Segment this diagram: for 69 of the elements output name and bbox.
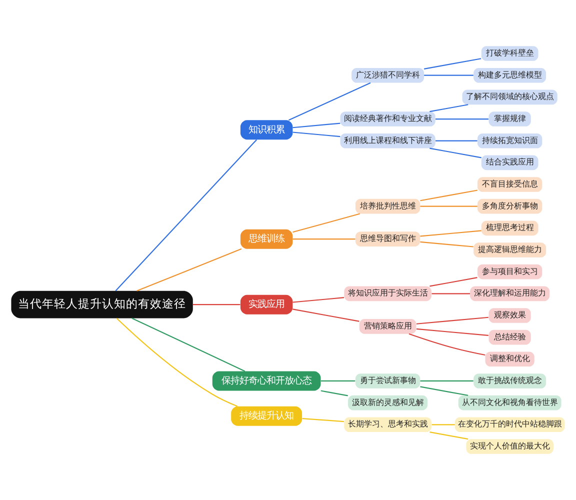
connector (292, 132, 340, 138)
node-box: 营销策略应用 (359, 319, 416, 334)
connector (430, 104, 468, 112)
connector (424, 58, 482, 70)
connector (430, 277, 478, 287)
node-box: 实现个人价值的最大化 (466, 439, 554, 454)
connector (432, 424, 455, 426)
connector (292, 122, 340, 128)
node-box: 结合实践应用 (481, 155, 538, 170)
connector (420, 386, 468, 396)
node-box: 调整和优化 (485, 352, 534, 367)
connector (320, 390, 348, 396)
node-box: 观察效果 (488, 308, 531, 323)
node-box: 阅读经典著作和专业文献 (340, 112, 436, 126)
connector (424, 74, 474, 76)
node-box: 将知识应用于实际生活 (344, 286, 432, 302)
node-box: 知识积累 (240, 120, 293, 140)
connector (292, 308, 360, 322)
connector (115, 139, 258, 292)
connector (292, 238, 356, 240)
connector (288, 82, 371, 121)
connector (320, 380, 356, 382)
connector (302, 418, 344, 422)
connector (116, 318, 238, 407)
connector (420, 230, 482, 237)
node-box: 构建多元思维模型 (474, 68, 546, 83)
connector (292, 297, 344, 303)
connector (416, 316, 488, 324)
connector (432, 293, 470, 294)
node-box: 总结经验 (488, 330, 531, 345)
node-box: 广泛涉猎不同学科 (352, 68, 424, 83)
connector (430, 432, 468, 440)
node-box: 保持好奇心和开放心态 (212, 371, 321, 391)
connector (420, 380, 474, 382)
node-box: 了解不同领域的核心观点 (462, 90, 558, 105)
node-box: 汲取新的灵感和见解 (348, 395, 428, 410)
node-box: 多角度分析事物 (477, 198, 542, 214)
node-box: 勇于尝试新事物 (355, 374, 420, 388)
node-box: 深化理解和运用能力 (470, 286, 550, 302)
node-box: 提高逻辑思维能力 (474, 242, 546, 258)
node-box: 持续提升认知 (231, 406, 302, 426)
connector (416, 328, 488, 336)
connector (192, 304, 240, 306)
node-box: 打破学科壁垒 (481, 46, 538, 61)
connector (420, 206, 478, 207)
node-box: 在变化万千的时代中站稳脚跟 (454, 417, 565, 432)
node-box: 不盲目接受信息 (477, 177, 542, 192)
node-box: 敢于挑战传统观念 (474, 374, 546, 388)
connector (436, 118, 488, 120)
node-box: 长期学习、思考和实践 (344, 417, 432, 432)
connector (430, 148, 482, 158)
node-box: 掌握规律 (488, 112, 531, 126)
connector (136, 248, 242, 292)
node-box: 梳理思考过程 (481, 220, 538, 236)
connector (420, 190, 478, 202)
node-box: 培养批判性思维 (355, 198, 420, 214)
node-box: 参与项目和实习 (477, 264, 542, 280)
node-box: 思维导图和写作 (355, 232, 420, 246)
node-box: 思维训练 (240, 229, 293, 249)
node-box: 实践应用 (240, 294, 293, 314)
node-box: 利用线上课程和线下讲座 (340, 133, 436, 148)
connector (132, 318, 246, 372)
node-box: 当代年轻人提升认知的有效途径 (11, 290, 193, 318)
connector (408, 333, 486, 356)
connector (420, 241, 474, 248)
connector (436, 140, 478, 142)
connector (292, 213, 360, 233)
node-box: 从不同文化和视角看待世界 (458, 395, 562, 410)
node-box: 持续拓宽知识面 (477, 133, 542, 148)
